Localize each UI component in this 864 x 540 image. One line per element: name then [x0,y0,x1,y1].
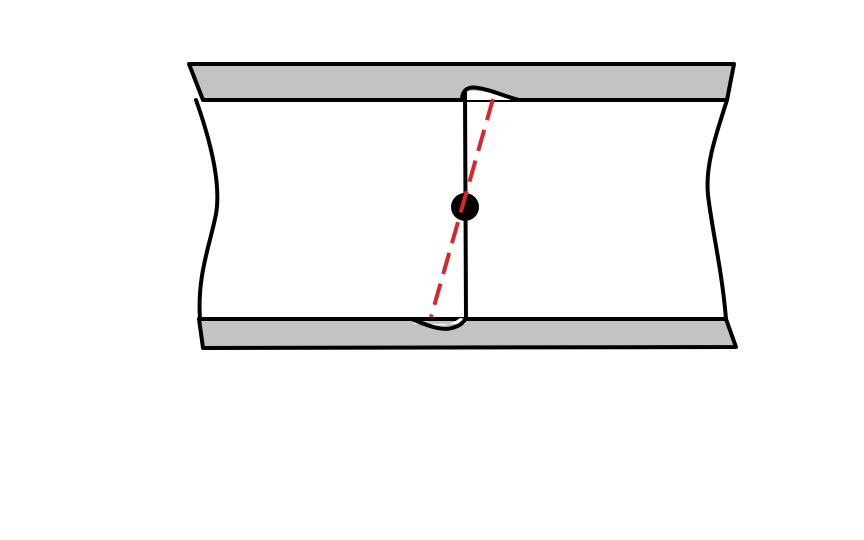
joint-patch-bottom [414,318,466,326]
pivot-dot [451,193,479,221]
right-wavy-edge [705,98,729,321]
left-wavy-edge [194,98,220,321]
joint-outline-bottom [410,316,468,331]
red-dashed-diagonal-line [429,98,495,318]
joint-patch [462,90,512,100]
bottom-band [197,317,738,350]
